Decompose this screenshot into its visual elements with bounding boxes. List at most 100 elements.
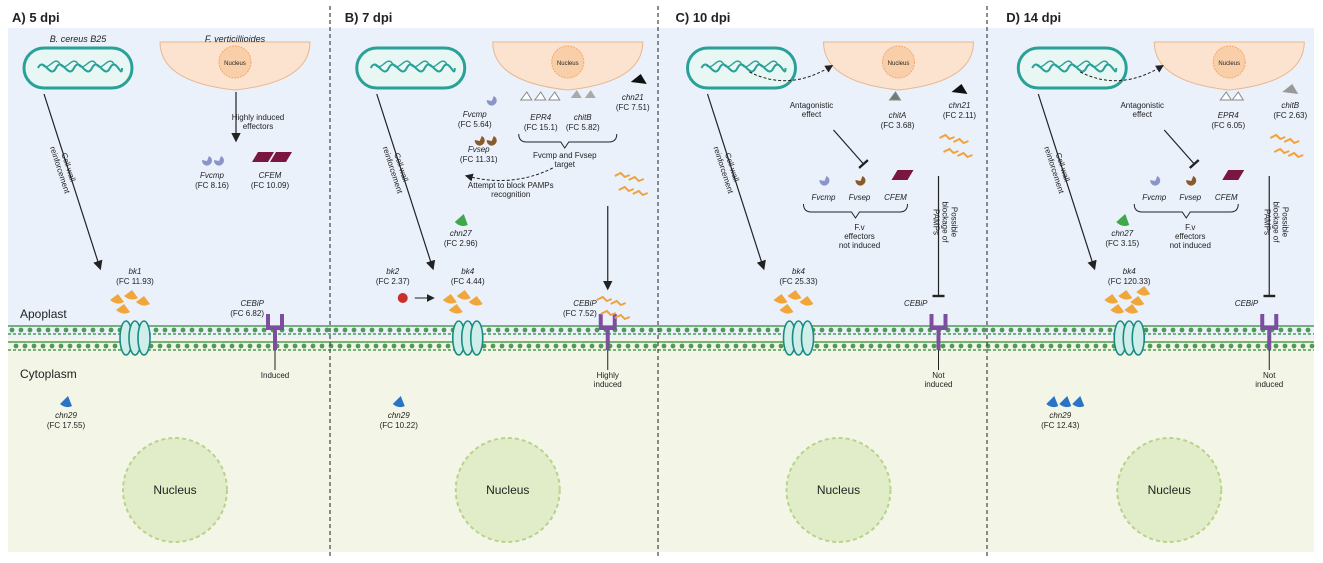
membrane-bead xyxy=(405,327,411,333)
membrane-bead xyxy=(1296,327,1302,333)
apoplast-label: Apoplast xyxy=(20,307,67,321)
membrane-bead xyxy=(216,327,222,333)
fvcmp-effector xyxy=(213,156,224,166)
membrane-bead xyxy=(1044,327,1050,333)
membrane-bead xyxy=(760,343,766,349)
cell-wall-arrow xyxy=(1037,93,1097,271)
membrane-bead xyxy=(1305,327,1311,333)
membrane-bead xyxy=(1107,327,1113,333)
membrane-bead xyxy=(414,327,420,333)
membrane-bead xyxy=(324,327,330,333)
cebip-name: CEBiP xyxy=(573,299,597,308)
membrane-bead xyxy=(252,327,258,333)
membrane-bead xyxy=(720,327,726,333)
plant-nucleus-label: Nucleus xyxy=(153,483,196,497)
membrane-bead xyxy=(85,343,91,349)
fungal-gene-fc: (FC 7.51) xyxy=(616,103,650,112)
membrane-bead xyxy=(175,343,181,349)
membrane-bead xyxy=(733,343,739,349)
membrane-bead xyxy=(409,343,415,349)
membrane-bead xyxy=(531,327,537,333)
pamp-fragment xyxy=(600,309,617,317)
membrane-bead xyxy=(652,343,658,349)
chn29-name: chn29 xyxy=(388,411,410,420)
membrane-bead xyxy=(1035,327,1041,333)
membrane-bead xyxy=(157,343,163,349)
cebip-name: CEBiP xyxy=(904,299,928,308)
membrane-bead xyxy=(1053,327,1059,333)
membrane-bead xyxy=(976,343,982,349)
membrane-bead xyxy=(877,343,883,349)
chn29-protein xyxy=(1072,396,1085,408)
membrane-bead xyxy=(382,343,388,349)
membrane-bead xyxy=(265,343,271,349)
effector-name: Fvsep xyxy=(468,145,490,154)
chitinase-enzyme xyxy=(468,296,483,306)
membrane-bead xyxy=(742,343,748,349)
bacterium-cell xyxy=(1016,46,1128,90)
chitinase-fc: (FC 120.33) xyxy=(1108,277,1151,286)
membrane-bead xyxy=(211,343,217,349)
membrane-bead xyxy=(985,343,991,349)
membrane-bead xyxy=(72,327,78,333)
membrane-bead xyxy=(1206,327,1212,333)
chn27-fc: (FC 2.96) xyxy=(444,239,478,248)
chitinase-enzyme xyxy=(442,294,457,304)
membrane-bead xyxy=(751,343,757,349)
bacterium-dna xyxy=(1035,60,1109,68)
membrane-bead xyxy=(598,343,604,349)
chn29-fc: (FC 17.55) xyxy=(47,421,86,430)
cebip-status: Induced xyxy=(261,371,289,380)
membrane-bead xyxy=(355,343,361,349)
membrane-bead xyxy=(1192,343,1198,349)
membrane-bead xyxy=(238,343,244,349)
bacterium-cell xyxy=(686,46,797,90)
fungal-nucleus xyxy=(551,45,585,79)
chitinase-enzyme xyxy=(1104,294,1119,304)
fungal-gene-glyph xyxy=(1231,91,1245,101)
membrane-bead xyxy=(661,343,667,349)
membrane-bead xyxy=(1008,327,1014,333)
membrane-bead xyxy=(81,327,87,333)
membrane-bead xyxy=(522,327,528,333)
membrane-bead xyxy=(441,327,447,333)
membrane-bead xyxy=(198,327,204,333)
membrane-bead xyxy=(895,343,901,349)
membrane-bead xyxy=(1291,343,1297,349)
chitinase-enzyme xyxy=(1118,290,1133,300)
membrane-bead xyxy=(229,343,235,349)
chitinase-enzyme xyxy=(799,296,814,306)
chn29-protein xyxy=(60,396,72,408)
membrane-bead xyxy=(675,327,681,333)
cebip-receptor xyxy=(929,314,948,330)
membrane-bead xyxy=(693,327,699,333)
membrane-bead xyxy=(589,343,595,349)
membrane-bead xyxy=(360,327,366,333)
plant-nucleus-label: Nucleus xyxy=(817,483,860,497)
chitinase-enzyme xyxy=(779,304,794,314)
fungal-gene-glyph xyxy=(951,84,968,94)
membrane-bead xyxy=(58,343,64,349)
panel-title: A) 5 dpi xyxy=(12,10,60,25)
membrane-bead xyxy=(846,327,852,333)
membrane-bead xyxy=(418,343,424,349)
membrane-bead xyxy=(1066,343,1072,349)
membrane-bead xyxy=(702,327,708,333)
fungal-nucleus-label: Nucleus xyxy=(224,61,246,67)
cytoplasm-label: Cytoplasm xyxy=(20,367,77,381)
fungal-nucleus-label: Nucleus xyxy=(1218,61,1240,67)
effector-name: Fvcmp xyxy=(812,193,837,202)
target-brace xyxy=(518,133,618,149)
pamp-fragment xyxy=(953,137,969,145)
membrane-bead xyxy=(1048,343,1054,349)
membrane-bead xyxy=(864,327,870,333)
membrane-bead xyxy=(778,343,784,349)
membrane-bead xyxy=(432,327,438,333)
effector-name: Fvcmp xyxy=(1142,193,1167,202)
